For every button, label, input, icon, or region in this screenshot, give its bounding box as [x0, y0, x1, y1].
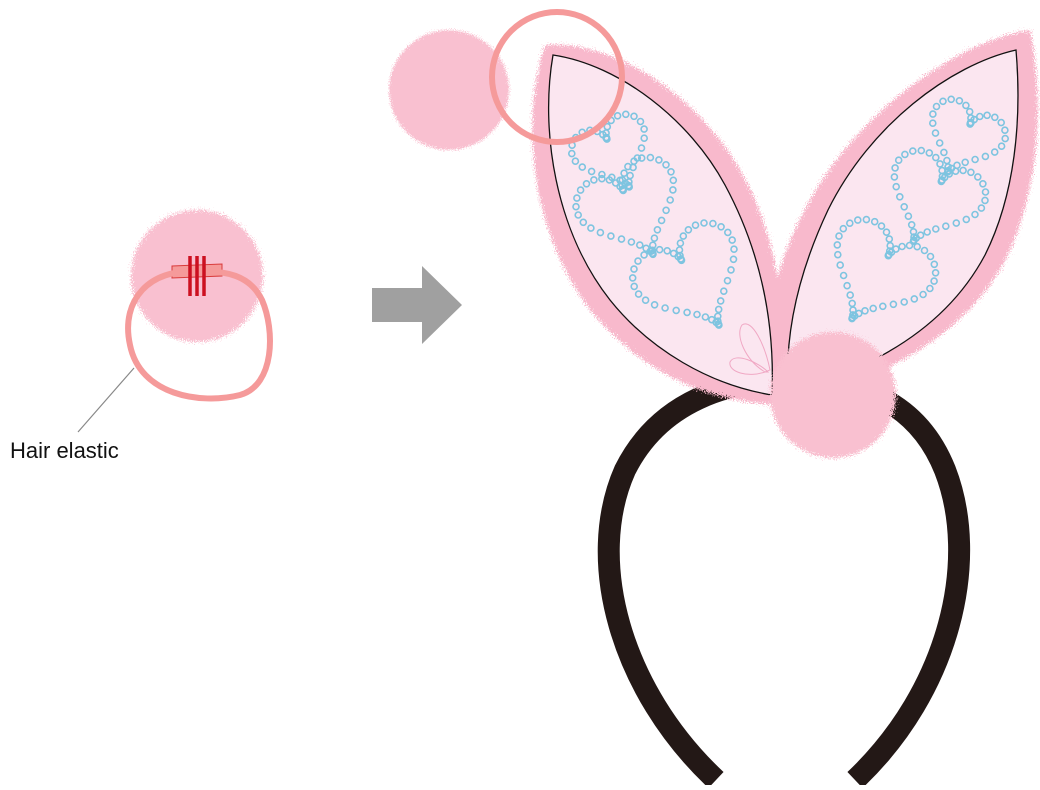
pompom-with-elastic: [78, 210, 270, 432]
arrow-right-icon: [372, 266, 462, 344]
bunny-ears-headband: [389, 12, 1038, 780]
pompom-center: [770, 332, 896, 458]
hair-elastic-label: Hair elastic: [10, 438, 119, 464]
leader-line: [78, 368, 134, 432]
headband: [609, 380, 959, 780]
